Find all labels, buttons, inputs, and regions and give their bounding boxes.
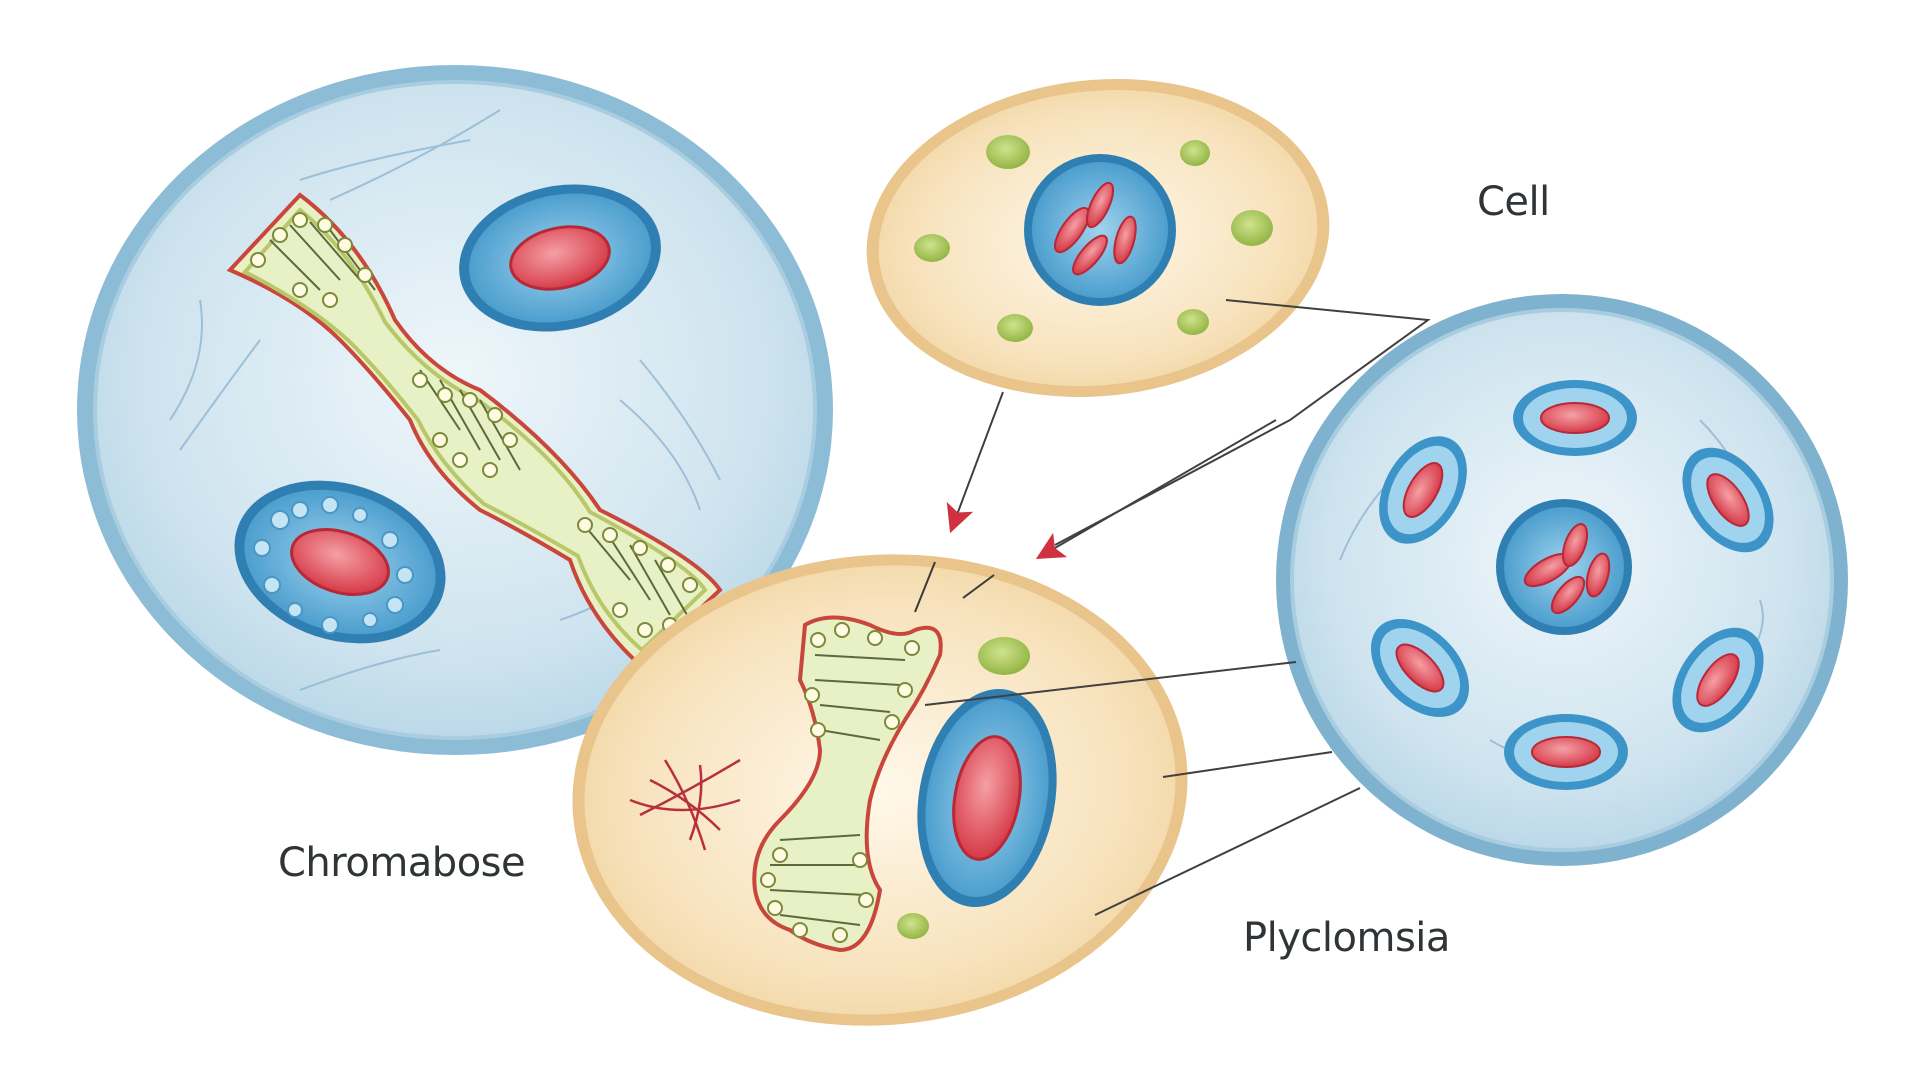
- bottom-cell-organelles: [897, 637, 1030, 939]
- large-blue-cell: [77, 65, 833, 755]
- small-cell-organelles: [914, 135, 1273, 342]
- label-cell: Cell: [1477, 179, 1550, 225]
- leader-lines: [924, 299, 1431, 916]
- bottom-chromosome: [752, 615, 943, 953]
- label-plyclomsia: Plyclomsia: [1243, 915, 1450, 961]
- nucleus-lower: [234, 480, 446, 644]
- red-fibers: [629, 758, 741, 851]
- nucleus-upper: [459, 184, 661, 332]
- bottom-nucleus: [917, 689, 1057, 907]
- right-blue-cell: [1276, 294, 1848, 866]
- small-tan-cell: [866, 79, 1330, 397]
- chromosome-helix: [226, 192, 723, 668]
- red-arrows: [946, 391, 1277, 560]
- label-chromabose: Chromabose: [278, 840, 525, 886]
- ring-nuclei: [1370, 380, 1774, 790]
- bottom-tan-cell: [572, 554, 1188, 1026]
- small-cell-chromosomes: [1053, 181, 1137, 276]
